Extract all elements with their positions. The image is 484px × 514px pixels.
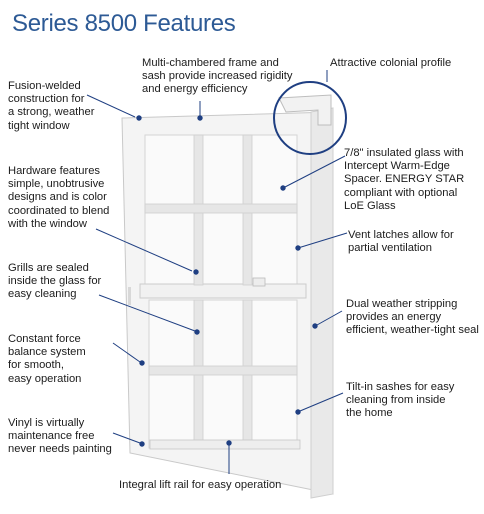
label-vent-latches: Vent latches allow for partial ventilati…	[348, 229, 454, 255]
dot-tilt-in	[295, 409, 301, 415]
lift-rail	[149, 439, 301, 450]
dot-multi-chambered	[197, 115, 203, 121]
dot-insulated-glass	[280, 185, 286, 191]
label-lift-rail: Integral lift rail for easy operation	[119, 479, 282, 491]
profile-detail	[278, 94, 332, 126]
pointer-dots	[136, 115, 318, 447]
dot-fusion-welded	[136, 115, 142, 121]
dot-grills	[194, 329, 200, 335]
dot-balance-system	[139, 360, 145, 366]
label-vinyl: Vinyl is virtually maintenance free neve…	[8, 417, 112, 456]
profile-magnifier	[273, 81, 347, 155]
label-weather-stripping: Dual weather stripping provides an energ…	[346, 298, 479, 337]
label-colonial-profile: Attractive colonial profile	[330, 57, 452, 69]
side-hardware	[128, 287, 131, 305]
label-tilt-in: Tilt-in sashes for easy cleaning from in…	[346, 381, 455, 420]
dot-lift-rail	[226, 440, 232, 446]
dot-vent-latches	[295, 245, 301, 251]
dot-weather-stripping	[312, 323, 318, 329]
label-hardware: Hardware features simple, unobtrusive de…	[8, 165, 110, 230]
page-title: Series 8500 Features	[12, 10, 236, 37]
dot-vinyl	[139, 441, 145, 447]
pointer-lines	[86, 70, 348, 474]
upper-grills	[144, 134, 298, 286]
label-balance-system: Constant force balance system for smooth…	[8, 333, 86, 385]
label-insulated-glass: 7/8" insulated glass with Intercept Warm…	[344, 147, 465, 212]
label-grills: Grills are sealed inside the glass for e…	[8, 262, 102, 301]
label-multi-chambered: Multi-chambered frame and sash provide i…	[142, 57, 293, 96]
meeting-rail	[139, 283, 307, 299]
sash-latch	[252, 277, 266, 287]
frame-depth	[310, 107, 334, 499]
label-fusion-welded: Fusion-welded construction for a strong,…	[8, 80, 95, 132]
dot-hardware	[193, 269, 199, 275]
